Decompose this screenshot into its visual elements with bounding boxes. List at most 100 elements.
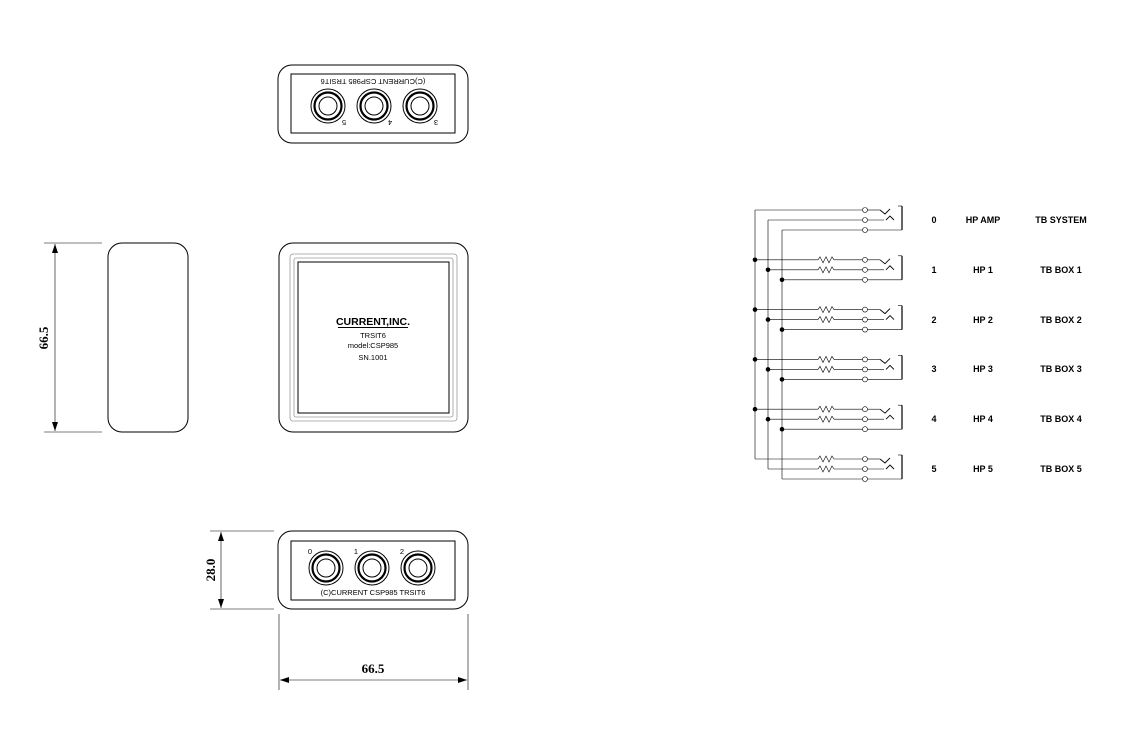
bottom-height-value: 28.0 <box>203 559 218 582</box>
resistor <box>817 465 835 473</box>
hp-label: HP AMP <box>966 215 1001 225</box>
hp-label: HP 5 <box>973 464 993 474</box>
terminal <box>862 266 868 273</box>
width-dimension: 66.5 <box>278 614 469 690</box>
terminal <box>862 416 868 423</box>
jack-socket <box>356 88 392 124</box>
terminal <box>862 326 868 333</box>
bottom-jack-label: 0 <box>308 547 312 556</box>
jack-nut <box>311 553 341 583</box>
resistor <box>817 415 835 423</box>
schematic: 0 HP AMP TB SYSTEM 1 HP 1 TB BOX 1 2 HP … <box>752 205 1087 482</box>
jack-tip-contact <box>879 407 891 414</box>
schematic-wiring <box>752 205 903 482</box>
side-view-outline <box>107 242 189 433</box>
port-number: 5 <box>931 464 936 474</box>
front-panel-bevel <box>293 257 454 418</box>
jack-hole <box>364 96 384 116</box>
resistor <box>817 266 835 274</box>
top-jack-label: 5 <box>342 118 346 127</box>
jack-nut <box>405 91 435 121</box>
port-number: 0 <box>931 215 936 225</box>
bottom-jack-label: 2 <box>400 547 404 556</box>
resistor <box>817 455 835 463</box>
resistor <box>817 256 835 264</box>
bottom-view: 0 1 2 (C)CURRENT CSP985 TRSIT6 <box>277 530 469 610</box>
front-view-outline <box>278 242 469 433</box>
bottom-height-dimension: 28.0 <box>203 530 274 610</box>
jack-socket <box>308 550 344 586</box>
jack-tip-contact <box>879 208 891 215</box>
terminal <box>862 376 868 383</box>
bottom-view-jacks <box>308 550 436 586</box>
jack-outer-ring <box>400 550 436 586</box>
jack-hole <box>316 558 336 578</box>
jack-outer-ring <box>354 550 390 586</box>
jack-ring-contact <box>885 364 895 370</box>
port-number: 1 <box>931 265 936 275</box>
top-view-label: (C)CURRENT CSP985 TRSIT6 <box>321 77 426 86</box>
jack-socket <box>400 550 436 586</box>
jack-outer-ring <box>402 88 438 124</box>
hp-label: HP 2 <box>973 315 993 325</box>
jack-hole <box>318 96 338 116</box>
hp-label: HP 3 <box>973 364 993 374</box>
brand-name: CURRENT,INC. <box>336 316 410 328</box>
jack-tip-contact <box>879 308 891 315</box>
jack-nut <box>357 553 387 583</box>
tb-label: TB BOX 2 <box>1040 315 1082 325</box>
side-height-dimension: 66.5 <box>36 242 102 433</box>
side-height-value: 66.5 <box>36 326 51 349</box>
jack-tip-contact <box>879 358 891 365</box>
terminal <box>862 256 868 263</box>
terminal <box>862 456 868 462</box>
terminal <box>862 426 868 433</box>
bottom-jack-label: 1 <box>354 547 358 556</box>
jack-outer-ring <box>310 88 346 124</box>
tb-label: TB BOX 3 <box>1040 364 1082 374</box>
top-jack-label: 3 <box>434 118 438 127</box>
port-number: 3 <box>931 364 936 374</box>
terminal <box>862 276 868 283</box>
model-name: TRSIT6 <box>360 331 386 340</box>
jack-ring-contact <box>885 215 895 221</box>
model-number: model:CSP985 <box>348 341 398 350</box>
jack-hole <box>410 96 430 116</box>
bottom-view-panel <box>290 540 456 601</box>
resistor <box>817 315 835 324</box>
terminal <box>862 476 868 482</box>
hp-label: HP 4 <box>973 414 993 424</box>
terminal <box>862 227 868 233</box>
top-view-outline <box>277 64 469 144</box>
jack-socket <box>402 88 438 124</box>
jack-nut <box>403 553 433 583</box>
resistor <box>817 365 835 374</box>
jack-tip-contact <box>879 258 891 265</box>
jack-hole <box>362 558 382 578</box>
jack-ring-contact <box>885 265 895 271</box>
jack-ring-contact <box>885 464 895 470</box>
tb-label: TB BOX 5 <box>1040 464 1082 474</box>
top-view-jacks <box>310 88 438 124</box>
front-panel-label-area <box>297 261 450 414</box>
resistor <box>817 355 835 364</box>
jack-ring-contact <box>885 414 895 420</box>
serial-number: SN.1001 <box>358 353 387 362</box>
top-jack-label: 4 <box>388 118 392 127</box>
hp-label: HP 1 <box>973 265 993 275</box>
terminal <box>862 406 868 413</box>
jack-outer-ring <box>308 550 344 586</box>
width-value: 66.5 <box>362 661 385 676</box>
top-view: 5 4 3 (C)CURRENT CSP985 TRSIT6 <box>277 64 469 144</box>
port-number: 2 <box>931 315 936 325</box>
jack-hole <box>408 558 428 578</box>
jack-ring-contact <box>885 314 895 320</box>
jack-socket <box>354 550 390 586</box>
jack-socket <box>310 88 346 124</box>
resistor <box>817 405 835 413</box>
jack-outer-ring <box>356 88 392 124</box>
top-view-panel <box>290 73 456 134</box>
port-number: 4 <box>931 414 936 424</box>
terminal <box>862 466 868 472</box>
